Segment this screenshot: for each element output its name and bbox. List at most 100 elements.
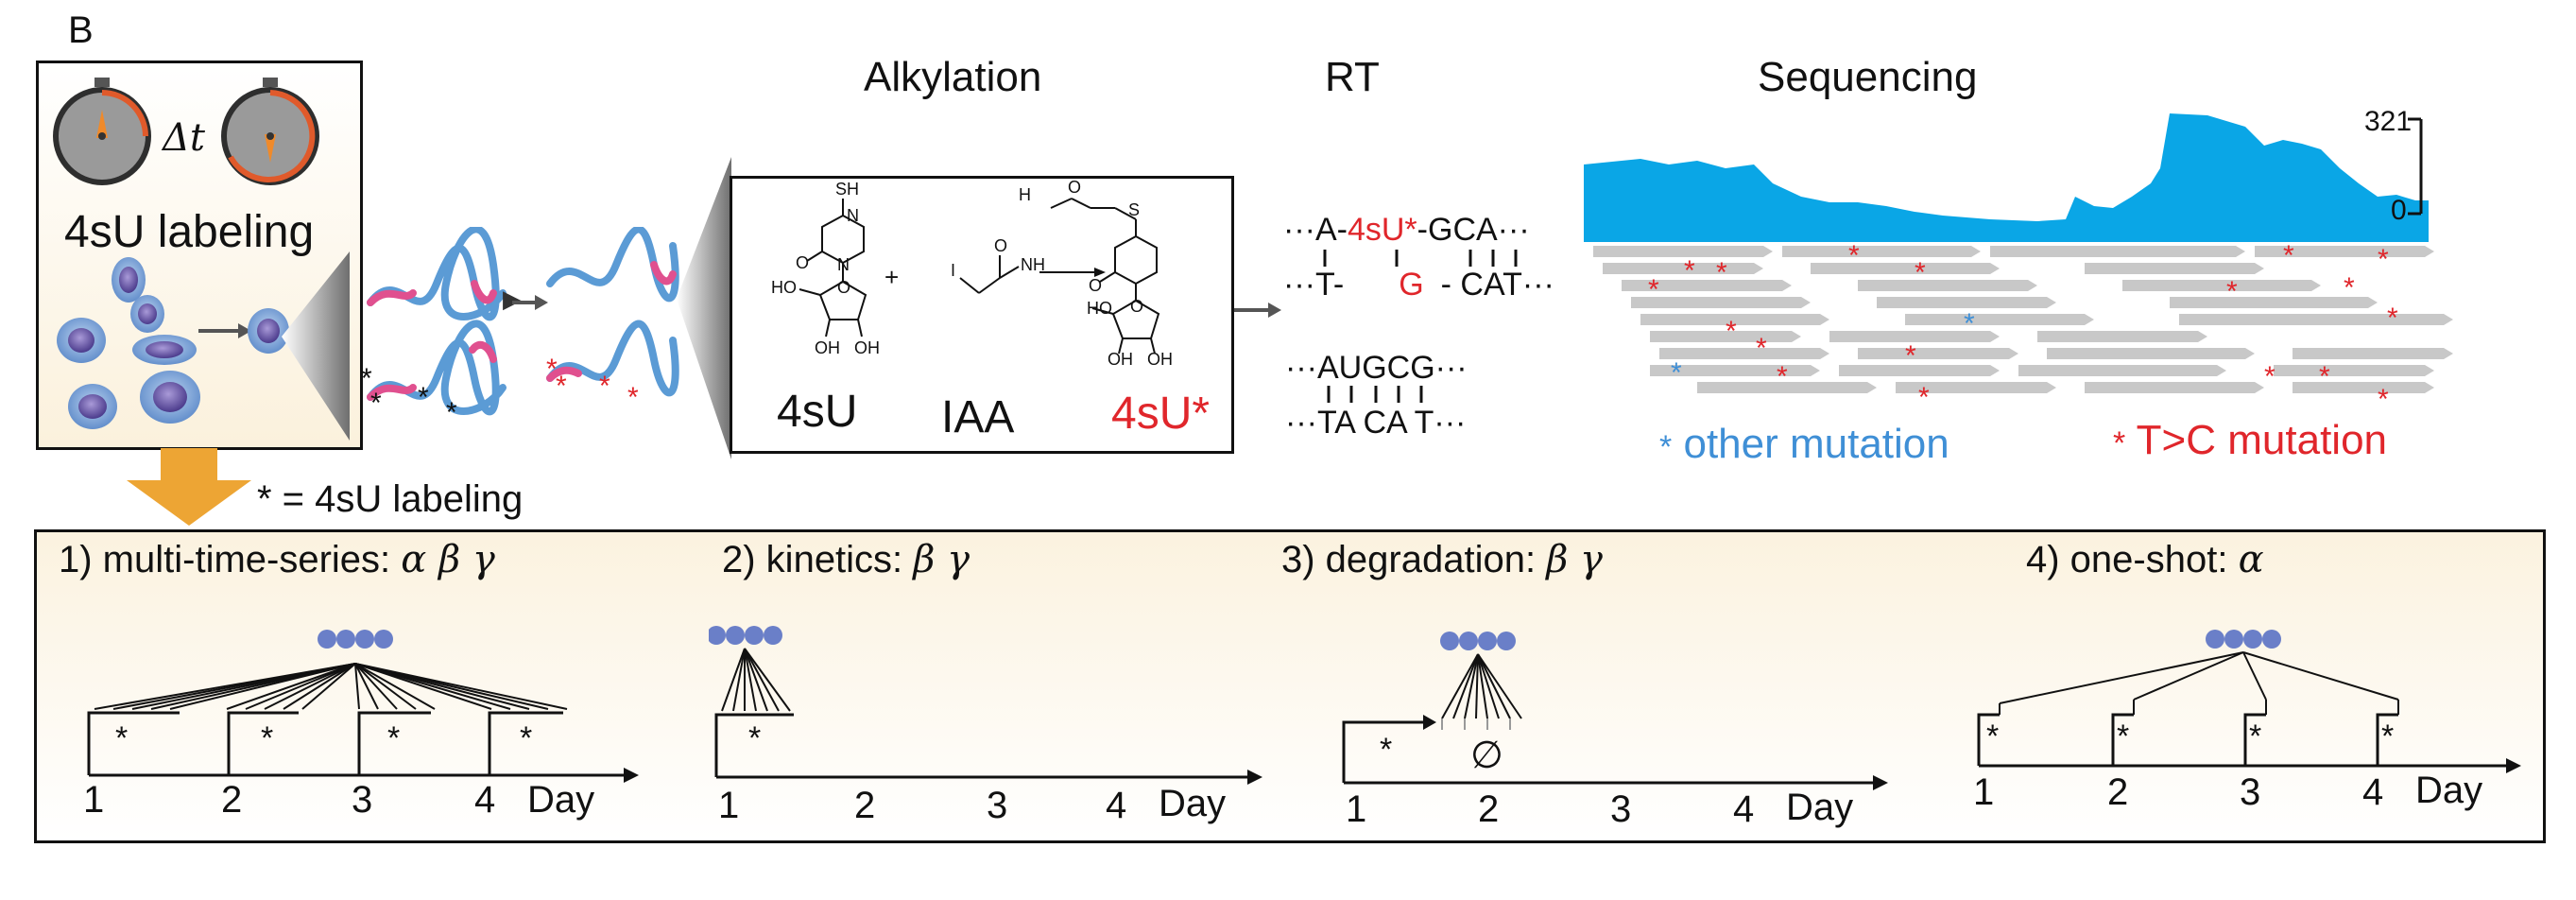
down-arrow-icon — [127, 448, 251, 526]
svg-text:*: * — [546, 354, 558, 385]
axis-unit: Day — [2415, 770, 2483, 811]
tc-mutation-star: * — [1777, 361, 1788, 392]
axis-tick: 4 — [1733, 788, 1755, 830]
labeling-title: 4sU labeling — [64, 207, 315, 257]
tc-mutation-star: * — [2344, 272, 2355, 303]
tc-mutation-star: * — [1848, 242, 1860, 271]
atom-label: OH — [854, 338, 880, 357]
rna-strands: ▶ * * * * * * * * — [361, 227, 679, 428]
axis-tick: 2 — [1478, 788, 1500, 830]
labeling-star: * — [2381, 718, 2394, 754]
rt-pair-top: ···AUGCG··· — [1285, 350, 1468, 386]
rt-base-pairs — [1323, 250, 1518, 267]
stopwatch-icon — [53, 78, 151, 185]
svg-text:*: * — [446, 397, 457, 428]
svg-text:*: * — [370, 388, 382, 419]
atom-label: O — [1068, 178, 1081, 197]
atom-label: N — [837, 255, 850, 274]
tc-mutation-star: * — [2387, 303, 2398, 334]
design-title: 3) degradation: β γ — [1281, 538, 1603, 581]
rt-base-pairs — [1327, 386, 1423, 403]
axis-tick: 1 — [718, 785, 740, 826]
coverage-track — [1584, 113, 2429, 242]
design-title: 1) multi-time-series: α β γ — [59, 538, 495, 581]
delta-t-label: Δt — [163, 116, 205, 160]
axis-unit: Day — [1786, 787, 1854, 828]
legend-tc-mutation: * T>C mutation — [2113, 417, 2388, 463]
tc-mutation-star: * — [1684, 255, 1695, 286]
reagent-label: IAA — [941, 392, 1015, 442]
atom-label: H — [1019, 185, 1031, 204]
atom-label: OH — [1147, 350, 1173, 367]
zoom-wedge — [282, 251, 350, 441]
atom-label: HO — [1087, 299, 1112, 318]
axis-tick: 3 — [1610, 788, 1632, 830]
coverage-area — [1584, 113, 2429, 242]
axis-tick: 4 — [1106, 785, 1127, 826]
cell — [140, 371, 200, 424]
atom-label: N — [847, 206, 859, 225]
other-mutation-star: * — [1671, 357, 1682, 389]
labeling-star: * — [1380, 732, 1392, 768]
axis-tick: 2 — [2107, 771, 2129, 813]
zoom-wedge — [677, 157, 731, 459]
axis-tick: 4 — [474, 779, 496, 821]
axis-tick: 2 — [221, 779, 243, 821]
svg-text:*: * — [418, 382, 429, 413]
atom-label: O — [1089, 276, 1102, 295]
tc-mutation-star: * — [2283, 242, 2294, 271]
rt-top-strand: ···A-4sU*-GCA··· — [1283, 212, 1530, 248]
design-timeline: * * * * — [87, 630, 639, 783]
cell — [248, 308, 289, 354]
axis-tick: 3 — [2240, 771, 2261, 813]
other-mutation-icon: * — [1659, 429, 1673, 465]
svg-text:*: * — [361, 363, 372, 394]
sequencing-reads: * * * * * * * * * * * * * * * * * * * * — [1593, 242, 2453, 415]
atom-label: O — [1130, 297, 1143, 316]
tc-mutation-star: * — [2264, 361, 2275, 392]
atom-label: O — [837, 278, 850, 297]
atom-label: HO — [771, 278, 797, 297]
cell — [132, 335, 197, 365]
labeling-star: * — [387, 720, 400, 756]
design-timeline: * ∅ — [1342, 632, 1888, 790]
flow-arrow — [1234, 303, 1281, 318]
design-title: 2) kinetics: β γ — [722, 538, 970, 581]
labeling-star: * — [115, 720, 128, 756]
rt-pair-bottom: ···TA CA T··· — [1285, 405, 1467, 441]
step-heading-rt: RT — [1325, 54, 1380, 100]
design-title: 4) one-shot: α — [2026, 538, 2264, 581]
legend-other-mutation: * other mutation — [1659, 421, 1949, 467]
chemistry-box — [730, 176, 1234, 454]
labeling-star: * — [261, 720, 273, 756]
tc-mutation-star: * — [1756, 333, 1767, 364]
axis-tick: 4 — [2362, 771, 2384, 813]
chemistry-structures: SH N O N O HO OH OH I O NH H O S O O HO … — [771, 178, 1173, 367]
rt-bottom-strand: ···T-G- CAT··· — [1283, 267, 1554, 303]
stopwatch-icon — [221, 78, 319, 185]
cell — [57, 318, 106, 363]
tc-mutation-icon: * — [2113, 425, 2126, 461]
axis-unit: Day — [527, 779, 595, 821]
tc-mutation-star: * — [1716, 257, 1727, 288]
tc-mutation-star: * — [2378, 384, 2389, 415]
plus-sign: + — [884, 263, 899, 291]
cell — [112, 257, 146, 303]
coverage-scale-max: 321 — [2364, 106, 2413, 137]
svg-text:▶: ▶ — [503, 285, 522, 313]
tc-mutation-star: * — [1915, 257, 1926, 288]
step-heading-sequencing: Sequencing — [1758, 54, 1978, 100]
atom-label: O — [796, 253, 809, 272]
cell — [68, 384, 117, 429]
tc-mutation-star: * — [1726, 316, 1737, 347]
axis-tick: 1 — [83, 779, 105, 821]
labeling-footnote: * = 4sU labeling — [257, 478, 524, 520]
panel-label: B — [68, 9, 94, 51]
tc-mutation-star: * — [2319, 361, 2330, 392]
design-timeline: * * * * — [1977, 630, 2521, 773]
atom-label: NH — [1021, 255, 1045, 274]
svg-text:*: * — [556, 371, 567, 402]
tc-mutation-star: * — [2226, 276, 2238, 307]
tc-mutation-star: * — [2378, 244, 2389, 275]
design-timeline: * — [709, 626, 1262, 785]
